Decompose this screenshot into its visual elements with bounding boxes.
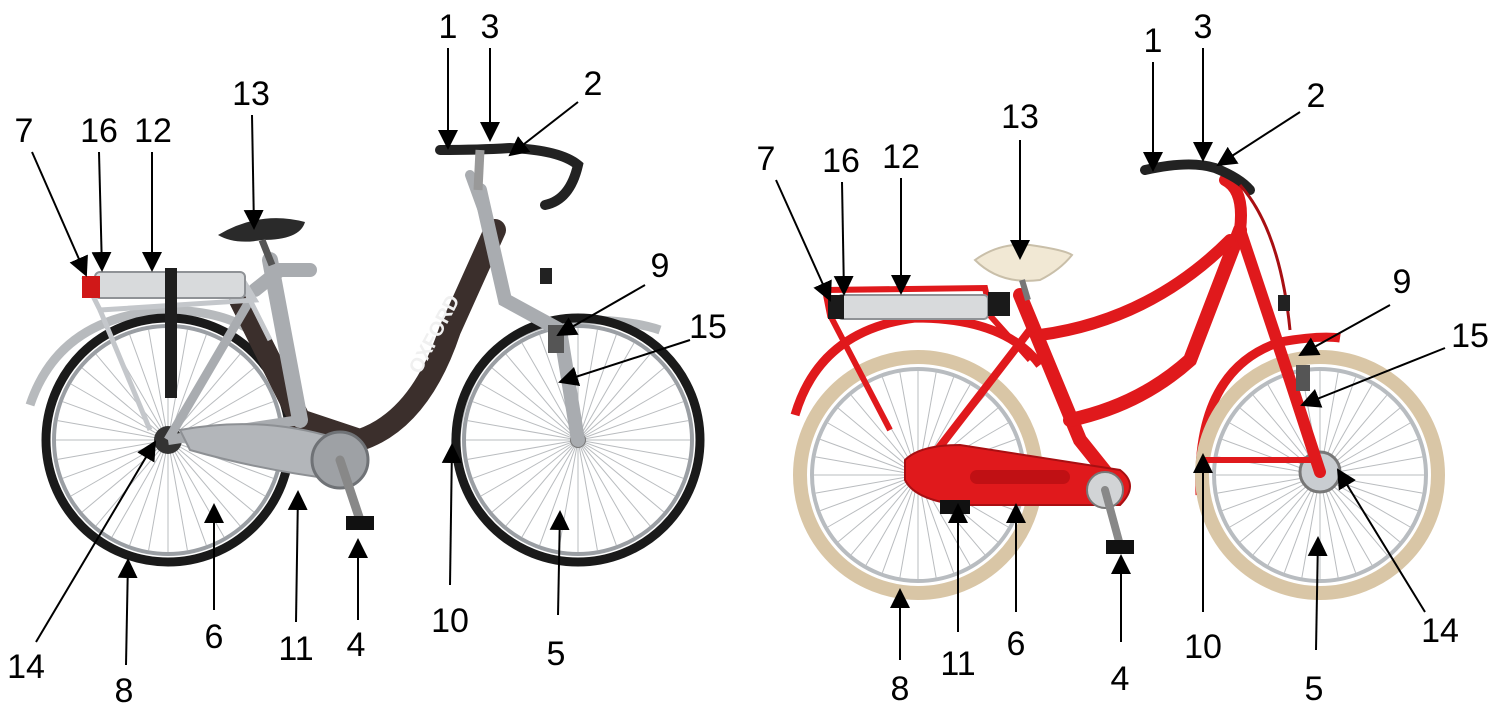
pedal	[346, 516, 374, 530]
callout-label-10: 10	[1184, 628, 1222, 666]
callout-label-6: 6	[1007, 625, 1026, 663]
callout-label-4: 4	[1111, 660, 1130, 698]
callout-label-4: 4	[347, 626, 366, 664]
front-brake	[548, 325, 564, 353]
saddle	[218, 218, 305, 242]
callout-label-8: 8	[891, 670, 910, 704]
callout-label-6: 6	[205, 618, 224, 656]
callout-label-14: 14	[7, 648, 45, 686]
callout-label-15: 15	[1451, 317, 1489, 355]
callout-label-15: 15	[689, 308, 727, 346]
front-brake	[1296, 365, 1310, 391]
callout-label-16: 16	[822, 142, 860, 180]
callout-label-14: 14	[1421, 612, 1459, 650]
callouts-left: 1 2 3 4 5 6 7 8 9 10 11 12 13 14 15 16	[7, 8, 727, 704]
callout-label-12: 12	[882, 138, 920, 176]
callout-arrow-9	[1300, 305, 1390, 355]
callout-label-8: 8	[115, 672, 134, 704]
callouts-right: 1 2 3 4 5 6 7 8 9 10 11 12 13 14 15 16	[757, 8, 1489, 704]
callout-label-1: 1	[439, 8, 458, 46]
motor-unit	[940, 500, 970, 514]
callout-arrow-5	[558, 512, 560, 615]
callout-label-2: 2	[1307, 77, 1326, 115]
bike-left-illustration: OXFORD	[30, 148, 700, 562]
callout-label-10: 10	[431, 602, 469, 640]
bike-right-illustration: OXFORD	[795, 164, 1438, 593]
callout-arrow-7	[32, 152, 86, 275]
callout-label-7: 7	[15, 112, 34, 150]
callout-arrow-16	[99, 152, 102, 270]
rear-lamp	[82, 276, 100, 298]
pedal	[1106, 540, 1134, 554]
callout-label-5: 5	[547, 635, 566, 673]
callout-label-11: 11	[940, 645, 975, 683]
front-lamp	[1278, 295, 1290, 311]
callout-label-11: 11	[278, 630, 313, 668]
callout-arrow-13	[252, 115, 254, 228]
callout-label-9: 9	[1393, 263, 1412, 301]
callout-label-3: 3	[481, 8, 500, 46]
callout-arrow-11	[296, 492, 298, 622]
callout-label-13: 13	[1001, 98, 1039, 136]
callout-label-7: 7	[757, 140, 776, 178]
callout-label-5: 5	[1305, 670, 1324, 704]
front-lamp	[540, 268, 552, 284]
callout-arrow-5	[1316, 538, 1318, 650]
callout-arrow-8	[126, 560, 128, 665]
callout-arrow-16	[842, 182, 844, 294]
battery	[838, 295, 988, 319]
callout-label-1: 1	[1144, 22, 1163, 60]
brand-logo: OXFORD	[1207, 314, 1260, 349]
callout-label-12: 12	[134, 112, 172, 150]
callout-label-2: 2	[584, 65, 603, 103]
callout-arrow-10	[450, 445, 452, 585]
callout-label-13: 13	[232, 75, 270, 113]
handlebar	[440, 148, 578, 205]
callout-label-16: 16	[80, 112, 118, 150]
saddle	[975, 245, 1072, 281]
callout-arrow-7	[776, 180, 830, 300]
callout-arrow-2	[1218, 112, 1300, 165]
strap	[165, 268, 177, 398]
callout-label-9: 9	[651, 247, 670, 285]
callout-label-3: 3	[1194, 8, 1213, 46]
